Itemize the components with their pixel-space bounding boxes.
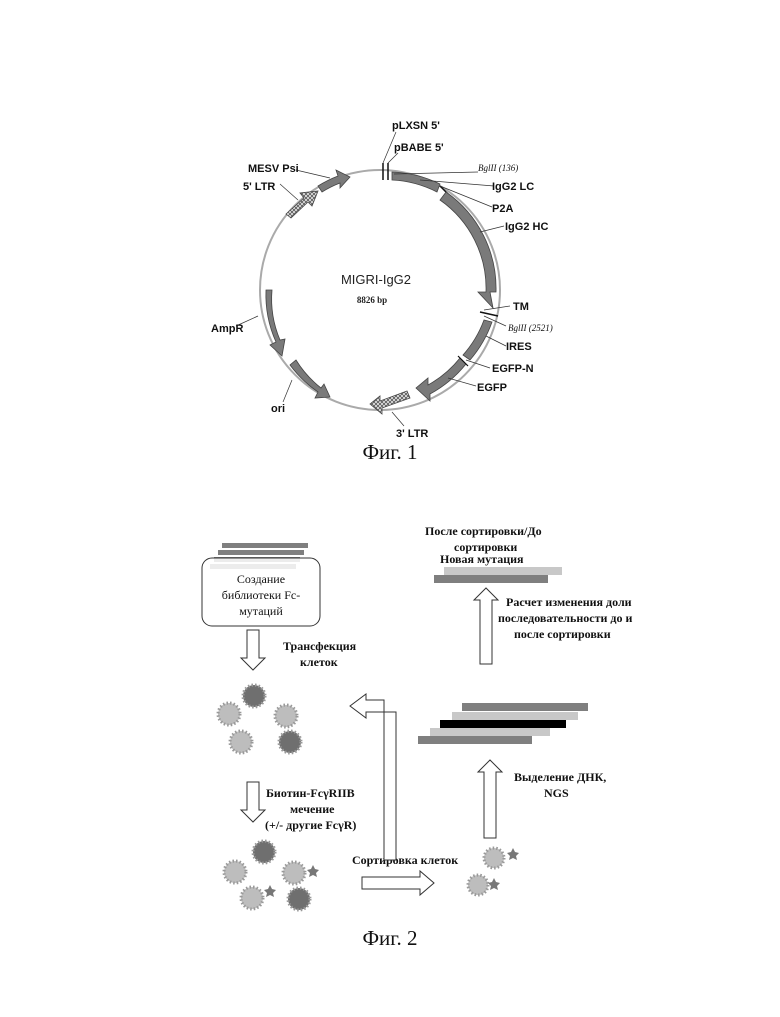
label-bglii-2521: BglII (2521) — [508, 323, 553, 333]
cells-transfected — [218, 685, 301, 753]
plasmid-map: pLXSN 5' pBABE 5' MESV Psi 5' LTR IgG2 L… — [0, 0, 780, 480]
label-mesv-psi: MESV Psi — [248, 163, 299, 175]
mesv-psi-feature — [318, 170, 350, 192]
labeling-line-2: мечение — [290, 802, 335, 816]
labeling-line-1: Биотин-FcγRIIB — [266, 786, 355, 800]
label-ltr5: 5' LTR — [243, 181, 275, 193]
arrow-down-labeling — [241, 782, 265, 822]
cell-light — [224, 861, 246, 883]
transfection-line-2: клеток — [300, 655, 338, 669]
ampr-feature — [266, 290, 285, 356]
transfection-line-1: Трансфекция — [283, 639, 357, 653]
label-bglii-136: BglII (136) — [478, 163, 518, 173]
star-icon — [488, 878, 500, 890]
figure-1-caption: Фиг. 1 — [0, 440, 780, 465]
ori-feature — [290, 360, 330, 398]
cell-light — [275, 705, 297, 727]
igg2-lc-feature — [392, 172, 440, 192]
cell-light — [241, 887, 263, 909]
sequencing-reads — [418, 703, 588, 744]
ltr5-feature — [286, 191, 318, 218]
after-line-1: После сортировки/До — [425, 524, 542, 538]
cells-sorted — [468, 848, 519, 895]
cell-dark — [243, 685, 265, 707]
calc-line-1: Расчет изменения доли — [506, 595, 632, 609]
arrow-down-transfection — [241, 630, 265, 670]
ires-feature — [463, 320, 492, 360]
result-bars — [434, 567, 562, 583]
labeling-line-3: (+/- другие FcγR) — [265, 818, 356, 832]
plasmid-name: MIGRI-IgG2 — [341, 272, 411, 287]
label-ampr: AmpR — [211, 323, 243, 335]
plasmid-size: 8826 bp — [357, 295, 387, 305]
cell-light — [283, 862, 305, 884]
label-p2a: P2A — [492, 203, 513, 215]
label-egfp-n: EGFP-N — [492, 363, 534, 375]
tm-mark — [480, 312, 498, 316]
dna-line-2: NGS — [544, 786, 569, 800]
figure-2: Создание библиотеки Fc- мутаций Трансфек… — [0, 500, 780, 1012]
cell-dark — [288, 888, 310, 910]
label-igg2-lc: IgG2 LC — [492, 181, 534, 193]
cell-light — [218, 703, 240, 725]
label-ltr3: 3' LTR — [396, 428, 428, 440]
cell-light — [230, 731, 252, 753]
cell-dark — [279, 731, 301, 753]
star-icon — [264, 885, 276, 897]
calc-line-3: после сортировки — [514, 627, 611, 641]
label-ori: ori — [271, 403, 285, 415]
cell-light — [484, 848, 504, 868]
label-ires: IRES — [506, 341, 532, 353]
library-line-2: библиотеки Fc- — [222, 588, 300, 602]
figure-1: pLXSN 5' pBABE 5' MESV Psi 5' LTR IgG2 L… — [0, 0, 780, 480]
cell-dark — [253, 841, 275, 863]
arrow-feedback — [350, 694, 396, 860]
label-plxsn: pLXSN 5' — [392, 120, 440, 132]
figure-2-caption: Фиг. 2 — [0, 926, 780, 951]
cell-light — [468, 875, 488, 895]
label-tm: TM — [513, 301, 529, 313]
arrow-up-calc — [474, 588, 498, 664]
star-icon — [307, 865, 319, 877]
dna-line-1: Выделение ДНК, — [514, 770, 606, 784]
library-line-3: мутаций — [239, 604, 283, 618]
cells-labeled — [224, 841, 319, 910]
sorting-label: Сортировка клеток — [352, 853, 458, 867]
star-icon — [507, 848, 519, 860]
library-line-1: Создание — [237, 572, 285, 586]
label-egfp: EGFP — [477, 382, 507, 394]
label-igg2-hc: IgG2 HC — [505, 221, 548, 233]
arrow-right-sorting — [362, 871, 434, 895]
after-line-3: Новая мутация — [440, 552, 524, 566]
label-pbabe: pBABE 5' — [394, 142, 444, 154]
calc-line-2: последовательности до и — [498, 611, 633, 625]
arrow-up-dna — [478, 760, 502, 838]
